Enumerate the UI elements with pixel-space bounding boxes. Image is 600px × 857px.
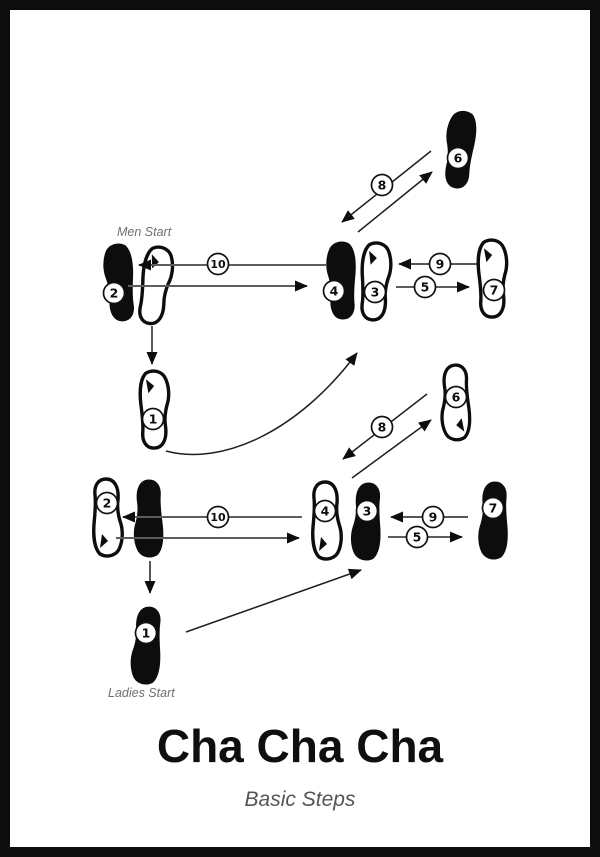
ladies-step-9-badge: 9: [421, 505, 445, 529]
ladies-step-badges: 1 2 3 4 5 6 7 8 9 10: [95, 385, 505, 645]
svg-text:5: 5: [413, 530, 422, 545]
men-step-4-badge: 4: [322, 279, 346, 303]
men-step-9-badge: 9: [428, 252, 452, 276]
men-arrows: [128, 150, 477, 456]
men-step-3-badge: 3: [363, 280, 387, 304]
svg-text:10: 10: [210, 511, 226, 524]
men-step-2-badge: 2: [102, 281, 126, 305]
poster-subtitle: Basic Steps: [245, 788, 356, 811]
svg-text:5: 5: [421, 280, 430, 295]
men-arrow-curve-to-cluster: [165, 352, 358, 456]
svg-text:3: 3: [363, 504, 372, 519]
men-step-1-badge: 1: [141, 407, 165, 431]
men-step-7-badge: 7: [482, 278, 506, 302]
svg-text:6: 6: [454, 151, 463, 166]
svg-text:4: 4: [321, 504, 330, 519]
svg-text:7: 7: [489, 501, 498, 516]
ladies-step-1-badge: 1: [134, 621, 158, 645]
men-foot-2-footprint-icon: [102, 242, 136, 323]
svg-text:4: 4: [330, 284, 339, 299]
ladies-arrow-to-cluster: [185, 568, 362, 633]
ladies-step-6-badge: 6: [444, 385, 468, 409]
ladies-step-8-badge: 8: [370, 415, 394, 439]
ladies-foot-1-footprint-icon: [129, 606, 163, 685]
svg-text:2: 2: [103, 496, 112, 511]
svg-text:1: 1: [149, 412, 158, 427]
poster-title: Cha Cha Cha: [157, 720, 444, 772]
svg-text:9: 9: [436, 257, 445, 272]
svg-text:1: 1: [142, 626, 151, 641]
ladies-step-7-badge: 7: [481, 496, 505, 520]
svg-text:8: 8: [378, 420, 387, 435]
ladies-step-2-badge: 2: [95, 491, 119, 515]
svg-text:10: 10: [210, 258, 226, 271]
men-step-6-badge: 6: [446, 146, 470, 170]
ladies-arrows: [116, 393, 468, 633]
men-step-8-badge: 8: [370, 173, 394, 197]
ladies-foot-7-footprint-icon: [478, 481, 508, 560]
men-step-10-badge: 10: [206, 252, 230, 276]
ladies-step-3-badge: 3: [355, 499, 379, 523]
ladies-start-label: Ladies Start: [108, 686, 175, 700]
ladies-step-10-badge: 10: [206, 505, 230, 529]
men-step-badges: 1 2 3 4 5 6 7 8 9 10: [102, 146, 506, 431]
svg-text:8: 8: [378, 178, 387, 193]
svg-text:7: 7: [490, 283, 499, 298]
ladies-arrow-to-6: [351, 419, 432, 479]
svg-text:3: 3: [371, 285, 380, 300]
ladies-foot-2-footprint-icon: [92, 477, 124, 558]
men-start-label: Men Start: [117, 225, 172, 239]
ladies-step-5-badge: 5: [405, 525, 429, 549]
ladies-step-4-badge: 4: [313, 499, 337, 523]
svg-text:6: 6: [452, 390, 461, 405]
men-step-5-badge: 5: [413, 275, 437, 299]
svg-text:2: 2: [110, 286, 119, 301]
svg-text:9: 9: [429, 510, 438, 525]
ladies-start-footprint-icon: [131, 479, 165, 558]
men-foot-7-footprint-icon: [475, 237, 511, 320]
men-arrow-to-6: [357, 171, 433, 233]
